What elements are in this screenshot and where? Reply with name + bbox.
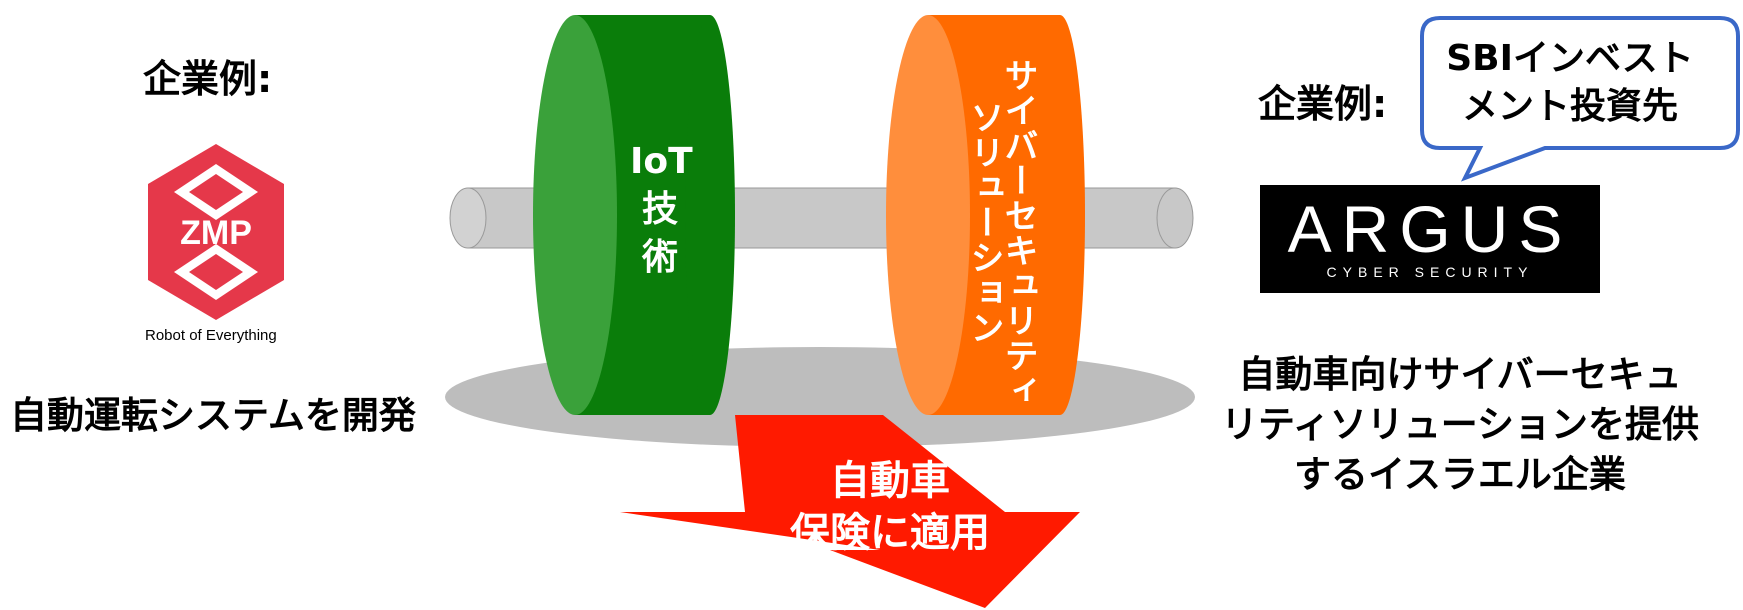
callout-line2: メント投資先 <box>1461 86 1678 127</box>
left-description: 自動運転システムを開発 <box>10 394 416 437</box>
callout-bubble <box>1420 16 1740 182</box>
axle-left-cap <box>449 187 487 249</box>
right-description-line2: リティソリューションを提供 <box>1220 403 1700 446</box>
arrow-label: 自動車 保険に適用 <box>780 455 1000 559</box>
iot-label-line2: 技 <box>641 189 678 230</box>
right-description-line1: 自動車向けサイバーセキュ <box>1238 353 1682 396</box>
arrow-label-line1: 自動車 <box>830 458 950 504</box>
argus-logo: ARGUS CYBER SECURITY <box>1260 185 1600 293</box>
left-example-label: 企業例: <box>143 57 273 101</box>
iot-label-line3: 術 <box>641 237 678 278</box>
argus-logo-name: ARGUS <box>1287 192 1573 266</box>
iot-wheel-label: IoT 技 術 <box>630 138 693 282</box>
iot-label-line1: IoT <box>630 141 693 182</box>
cyber-wheel-label-col1: サイバーセキュリティ <box>998 58 1038 408</box>
argus-logo-subtitle: CYBER SECURITY <box>1326 264 1534 280</box>
cyber-wheel-label-col2: ソリューション <box>964 100 1004 345</box>
axle-right-cap <box>1156 187 1194 249</box>
right-description: 自動車向けサイバーセキュ リティソリューションを提供 するイスラエル企業 <box>1195 350 1725 500</box>
cyber-wheel <box>886 15 1085 415</box>
right-example-label: 企業例: <box>1258 82 1388 126</box>
iot-wheel <box>533 15 735 415</box>
callout-line1: SBIインベスト <box>1446 38 1694 79</box>
zmp-logo: ZMP <box>148 144 284 320</box>
zmp-caption: Robot of Everything <box>145 327 277 344</box>
zmp-logo-text: ZMP <box>180 214 252 252</box>
arrow-label-line2: 保険に適用 <box>790 510 990 556</box>
callout-text: SBIインベスト メント投資先 <box>1425 35 1715 131</box>
insurance-arrow <box>620 415 1080 608</box>
right-description-line3: するイスラエル企業 <box>1294 453 1626 496</box>
